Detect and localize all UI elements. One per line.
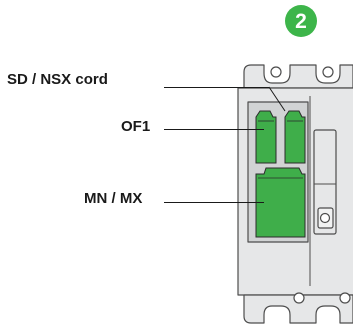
sd-nsx-cord-module (284, 110, 306, 164)
mn-mx-label: MN / MX (84, 190, 143, 207)
sd-nsx-cord-leader-tail (268, 86, 286, 112)
sd-nsx-cord-leader (164, 87, 269, 88)
top-screw-left (270, 66, 282, 78)
bottom-terminals (243, 294, 353, 324)
of1-label: OF1 (121, 118, 151, 135)
bottom-screw-left (293, 292, 305, 304)
mn-mx-leader (164, 202, 264, 203)
top-screw-right (322, 66, 334, 78)
step-badge: 2 (285, 5, 317, 37)
sd-nsx-cord-label: SD / NSX cord (7, 71, 108, 88)
accessories (255, 110, 306, 238)
top-terminals (243, 64, 353, 89)
of1-leader (164, 129, 264, 130)
toggle-lever-screw (319, 212, 331, 224)
mn-mx-module (255, 167, 306, 238)
bottom-screw-right (339, 292, 351, 304)
step-badge-circle (285, 5, 317, 37)
step-badge-number: 2 (295, 10, 307, 33)
of1-module (255, 110, 277, 164)
